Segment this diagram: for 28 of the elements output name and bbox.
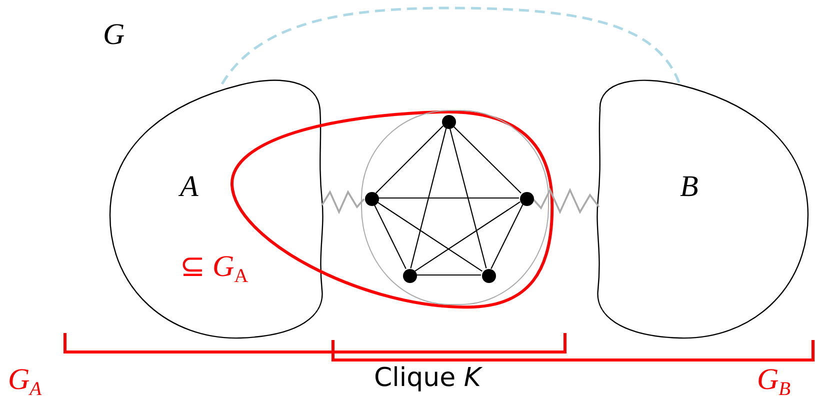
graph-label: G — [103, 20, 125, 50]
vertex-dot — [442, 115, 456, 129]
region-outline — [108, 80, 326, 340]
vertex-dot — [365, 192, 379, 206]
graph-edge — [449, 128, 487, 268]
graph-edge — [490, 204, 524, 269]
subgraph-label: ⊆ G$_{A}$ — [180, 252, 248, 286]
bracket-label: Clique K — [374, 365, 481, 391]
graph-edge — [376, 126, 444, 194]
region-label: B — [680, 172, 698, 202]
region-label: A — [180, 172, 198, 202]
region-outline — [594, 80, 810, 340]
graph-edge — [376, 201, 482, 272]
vertex-dot — [520, 192, 534, 206]
graph-edge — [414, 201, 520, 272]
dashed-curve — [220, 6, 682, 86]
vertex-dot — [403, 269, 417, 283]
graph-edge — [374, 204, 406, 269]
graph-edge — [378, 197, 519, 199]
zigzag-edge — [321, 190, 365, 214]
graph-edge — [452, 126, 522, 194]
graph-edge — [416, 274, 481, 276]
graph-label: G$_{A}$ — [8, 365, 42, 400]
zigzag-edge — [532, 188, 600, 214]
vertex-dot — [482, 269, 496, 283]
graph-edge — [410, 128, 447, 268]
clique-outline — [361, 110, 549, 305]
graph-label: G$_{B}$ — [757, 365, 791, 400]
